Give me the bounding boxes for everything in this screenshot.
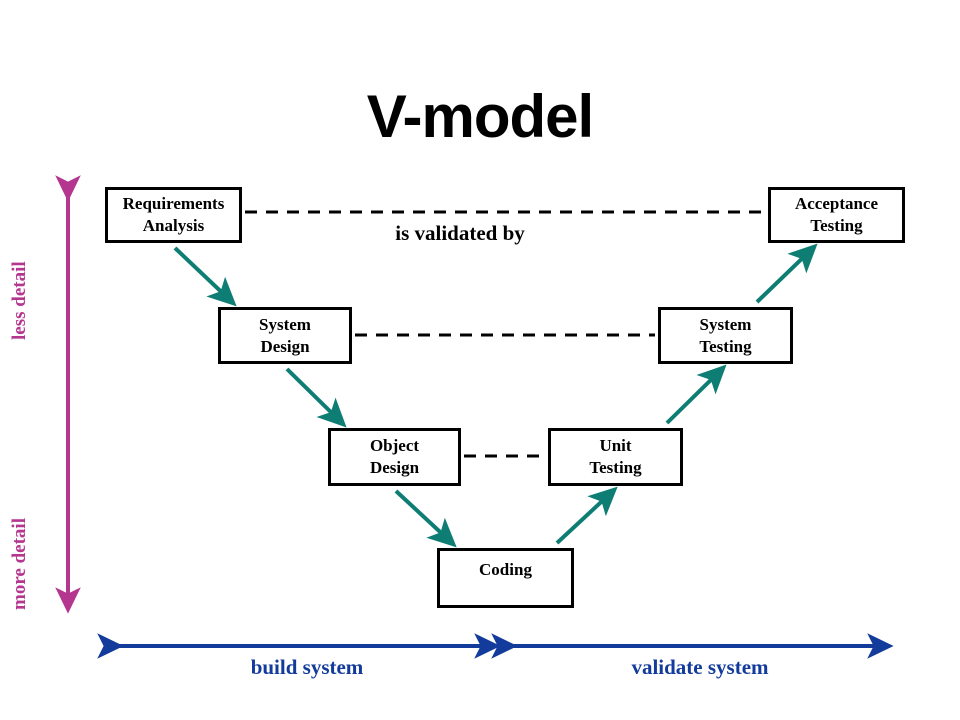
- box-acceptance-testing-line2: Testing: [810, 216, 863, 235]
- box-unit-testing-line1: Unit: [599, 436, 632, 455]
- flow-arrows-build: [173, 246, 457, 548]
- box-requirements-analysis-line2: Analysis: [142, 216, 205, 235]
- validated-by-label: is validated by: [395, 221, 525, 245]
- box-system-design-line2: Design: [260, 336, 310, 356]
- box-unit-testing[interactable]: Unit Testing: [548, 428, 683, 486]
- flow-arrows-validate: [555, 243, 818, 545]
- box-object-design[interactable]: Object Design: [328, 428, 461, 486]
- box-system-design[interactable]: System Design: [218, 307, 352, 364]
- flow-arrow-coding-to-unit-testing: [555, 486, 618, 545]
- box-system-design-line1: System: [259, 314, 311, 334]
- flow-arrow-system-testing-to-acceptance-testing: [755, 243, 818, 304]
- build-system-label: build system: [250, 655, 364, 679]
- box-acceptance-testing-line1: Acceptance: [794, 194, 879, 213]
- box-requirements-analysis-line1: Requirements: [122, 194, 225, 213]
- box-requirements-analysis[interactable]: Requirements Analysis: [105, 187, 242, 243]
- validate-system-label: validate system: [631, 655, 769, 679]
- box-coding[interactable]: Coding: [437, 548, 574, 608]
- page-title: V-model: [366, 83, 594, 150]
- flow-arrow-unit-testing-to-system-testing: [665, 364, 727, 425]
- box-system-testing-line1: System: [699, 314, 752, 334]
- box-system-testing[interactable]: System Testing: [658, 307, 793, 364]
- flow-arrow-requirements-to-system-design: [173, 246, 237, 307]
- box-object-design-line1: Object: [369, 436, 420, 455]
- box-acceptance-testing[interactable]: Acceptance Testing: [768, 187, 905, 243]
- detail-axis-bottom-label: more detail: [9, 518, 30, 610]
- box-coding-line1: Coding: [479, 560, 532, 579]
- flow-arrow-system-design-to-object-design: [285, 367, 347, 428]
- detail-axis-top-label: less detail: [9, 261, 30, 340]
- box-system-testing-line2: Testing: [699, 336, 752, 356]
- box-unit-testing-line2: Testing: [589, 458, 642, 477]
- flow-arrow-object-design-to-coding: [394, 489, 457, 548]
- box-object-design-line2: Design: [369, 458, 420, 477]
